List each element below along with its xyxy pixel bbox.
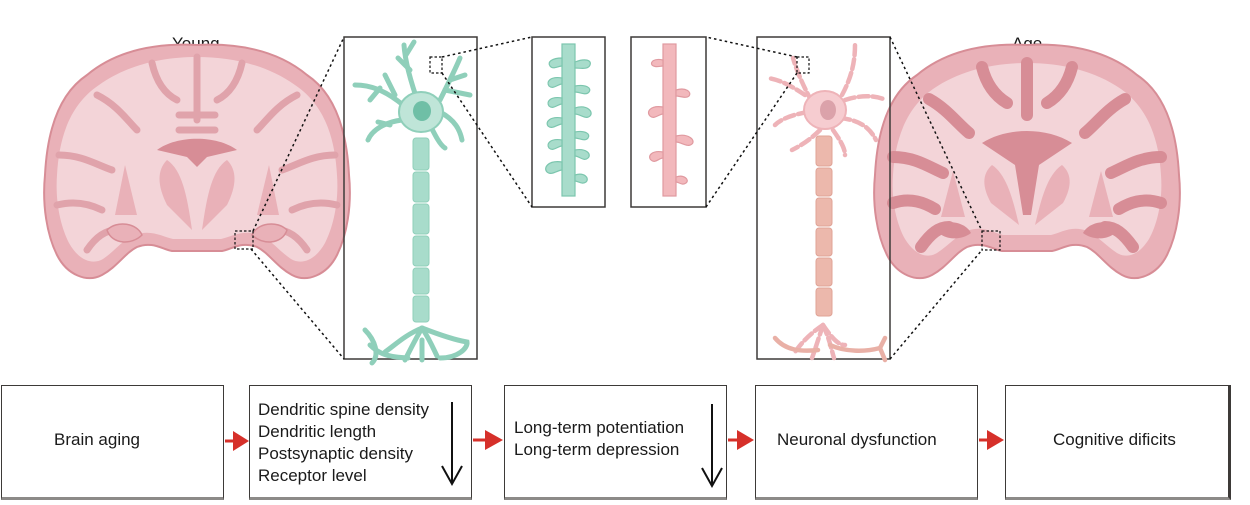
aged-neuron-frame xyxy=(756,36,891,360)
flow-box-synaptic-plasticity: Long-term potentiation Long-term depress… xyxy=(504,385,727,500)
flow-arrow-4 xyxy=(979,430,1004,450)
flow-box-text: Brain aging xyxy=(54,430,141,449)
flow-box-neuronal-dysfunction: Neuronal dysfunction xyxy=(755,385,978,500)
flow-box-line: Receptor level xyxy=(258,466,367,485)
young-spine-frame xyxy=(531,36,606,208)
flow-arrow-1 xyxy=(225,431,249,451)
aged-neuron-terminals xyxy=(772,335,888,363)
flow-box-line: Long-term depression xyxy=(514,440,680,459)
aged-dendrite-spines xyxy=(647,43,694,197)
aged-spine-frame xyxy=(630,36,707,208)
young-dendrite-spines xyxy=(545,43,592,197)
flow-arrow-2 xyxy=(473,430,503,450)
flow-arrow-3 xyxy=(728,430,754,450)
zoom-connector-lines xyxy=(250,36,983,360)
flow-box-structural-changes: Dendritic spine density Dendritic length… xyxy=(249,385,472,500)
young-brain-illustration xyxy=(43,43,351,280)
flow-box-text: Cognitive dificits xyxy=(1053,430,1176,449)
flow-box-brain-aging: Brain aging xyxy=(1,385,224,500)
decrease-arrow-icon xyxy=(701,404,723,489)
flow-box-line: Dendritic spine density xyxy=(258,400,430,419)
flow-box-line: Postsynaptic density xyxy=(258,444,413,463)
flow-box-cognitive-deficits: Cognitive dificits xyxy=(1005,385,1231,500)
decrease-arrow-icon xyxy=(441,402,463,487)
aged-brain-illustration xyxy=(873,43,1181,280)
young-neuron-frame xyxy=(343,36,478,360)
flow-box-line: Long-term potentiation xyxy=(514,418,685,437)
illustration-layer xyxy=(43,36,1181,366)
flow-box-line: Dendritic length xyxy=(258,422,377,441)
young-neuron-soma xyxy=(398,91,444,323)
aged-neuron-soma xyxy=(803,90,847,317)
flow-box-text: Neuronal dysfunction xyxy=(777,430,937,449)
